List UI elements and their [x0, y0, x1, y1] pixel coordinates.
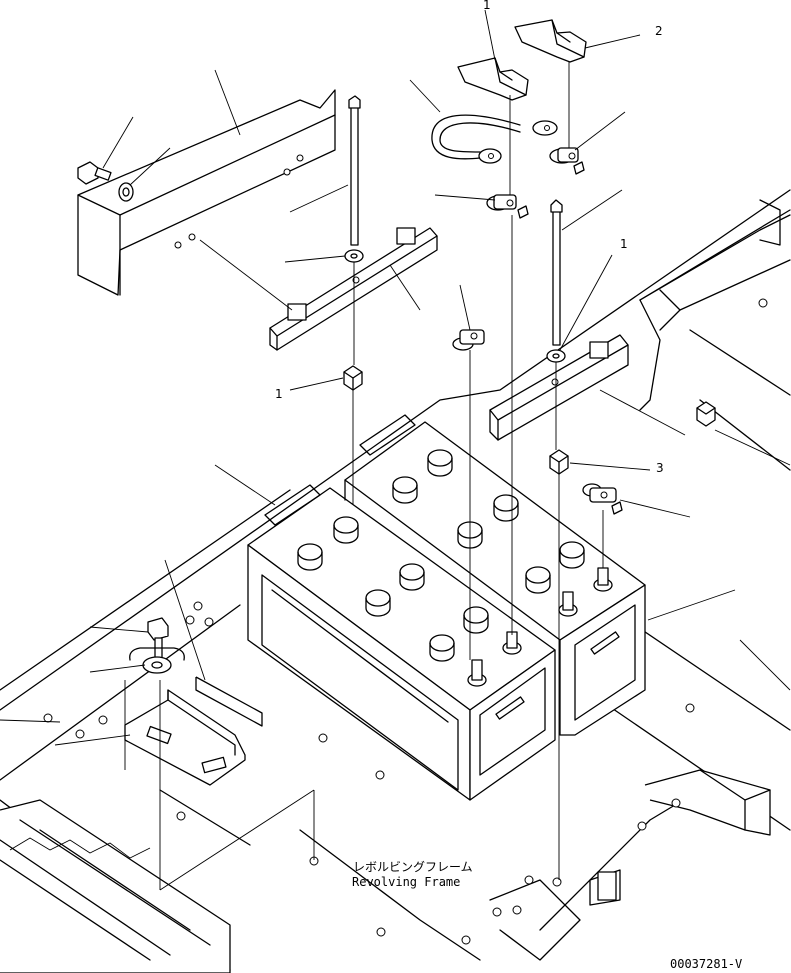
j-bolt-left	[344, 95, 364, 263]
bolt-left-lower	[129, 617, 185, 674]
terminal-clamp-d	[582, 483, 623, 515]
drawing-number: 00037281-V	[670, 957, 742, 971]
terminal-clamp-b	[486, 194, 529, 219]
left-side-bracket	[124, 676, 263, 846]
callout-3: 3	[656, 461, 664, 475]
battery-front-caps	[297, 516, 489, 662]
callout-4: 1	[620, 237, 628, 251]
leader-lines	[0, 9, 791, 746]
bolt-left-upper	[77, 161, 134, 202]
battery-rear-terminals	[558, 567, 613, 617]
revolving-frame	[0, 189, 791, 973]
nut-far-right	[696, 401, 716, 427]
nut-right	[549, 449, 569, 475]
j-bolt-right	[546, 199, 566, 363]
nut-left	[343, 365, 363, 391]
frame-label-japanese: レボルビングフレーム	[353, 860, 473, 874]
battery-front	[247, 484, 556, 801]
terminal-boot-2	[514, 19, 587, 63]
callout-5: 1	[275, 387, 283, 401]
terminal-clamp-a	[549, 147, 585, 175]
terminal-clamp-c	[452, 329, 485, 351]
assembly-lines	[124, 62, 604, 891]
battery-cover-plate	[77, 89, 336, 296]
battery-cable-jumper	[431, 114, 558, 164]
battery-rear	[344, 414, 646, 736]
frame-label-english: Revolving Frame	[352, 875, 460, 889]
callout-2: 2	[655, 24, 663, 38]
hold-down-bar-right	[489, 334, 629, 441]
terminal-boot-1	[457, 57, 529, 101]
callout-1: 1	[483, 0, 491, 12]
hold-down-bar-left	[269, 227, 438, 351]
battery-front-terminals	[467, 631, 522, 687]
